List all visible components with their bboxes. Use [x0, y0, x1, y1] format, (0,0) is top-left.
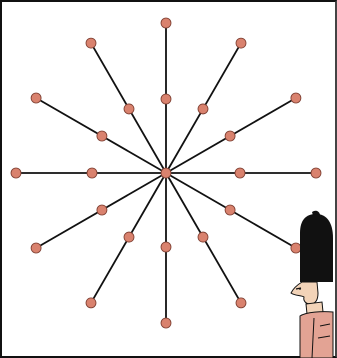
spoke-inner-node-8: [97, 205, 107, 215]
spoke-outer-node-8: [31, 243, 41, 253]
spoke-outer-node-2: [291, 93, 301, 103]
spoke-inner-node-2: [225, 131, 235, 141]
spoke-inner-node-1: [198, 104, 208, 114]
spoke-outer-node-1: [236, 38, 246, 48]
spoke-outer-node-9: [11, 168, 21, 178]
spoke-outer-node-3: [311, 168, 321, 178]
spoke-inner-node-11: [124, 104, 134, 114]
spoke-inner-node-9: [87, 168, 97, 178]
spoke-outer-node-7: [86, 298, 96, 308]
spoke-inner-node-4: [225, 205, 235, 215]
spoke-outer-node-11: [86, 38, 96, 48]
center-node: [161, 168, 171, 178]
spoke-outer-node-6: [161, 318, 171, 328]
spoke-inner-node-5: [198, 232, 208, 242]
guard-with-bearskin-hat-icon: [291, 211, 333, 358]
spoke-inner-node-7: [124, 232, 134, 242]
spoke-outer-node-10: [31, 93, 41, 103]
spoke-inner-node-10: [97, 131, 107, 141]
spoke-outer-node-0: [161, 18, 171, 28]
spoke-outer-node-5: [236, 298, 246, 308]
spoke-inner-node-3: [235, 168, 245, 178]
spoke-inner-node-0: [161, 94, 171, 104]
spoke-inner-node-6: [161, 242, 171, 252]
spoke-outer-node-4: [291, 243, 301, 253]
